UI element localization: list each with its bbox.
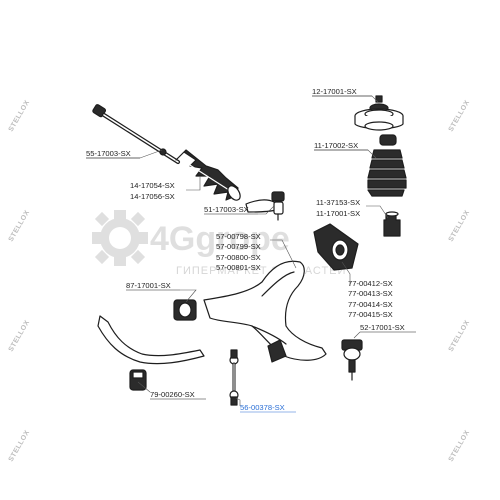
leader-boot [186, 176, 201, 191]
label-ball-joint[interactable]: 52-17001-SX [360, 323, 405, 332]
leader-strut-mount [312, 95, 379, 103]
watermark-tagline: ГИПЕРМАРКЕТ ЗАПЧАСТЕЙ [176, 264, 346, 277]
tie-rod-drawing [92, 104, 180, 164]
label-arm-bushing-2[interactable]: 77-00413-SX [348, 289, 393, 298]
label-arm-1[interactable]: 57-00798-SX [216, 232, 261, 241]
stabilizer-bushing-drawing [173, 299, 197, 321]
leader-arm-bushing [341, 261, 351, 286]
label-arm-bushing-4[interactable]: 77-00415-SX [348, 310, 393, 319]
label-stab-bar-bushing[interactable]: 79-00260-SX [150, 390, 195, 399]
label-tie-rod[interactable]: 55-17003-SX [86, 149, 131, 158]
label-stab-bushing[interactable]: 87-17001-SX [126, 281, 171, 290]
leader-stab-link [235, 397, 241, 406]
part-labels: 55-17003-SX 14-17054-SX 14-17056-SX 51-1… [86, 87, 416, 413]
stabilizer-bar-drawing [97, 315, 205, 391]
gear-icon [92, 210, 148, 266]
watermark-brand: 4Ggrope [150, 220, 290, 258]
side-brand-right-3: STELLOX [448, 319, 472, 353]
watermark: 4Ggrope ГИПЕРМАРКЕТ ЗАПЧАСТЕЙ [92, 210, 346, 277]
label-tie-rod-end[interactable]: 51-17003-SX [204, 205, 249, 214]
arm-bushing-bracket-drawing [313, 223, 359, 271]
label-strut-mount[interactable]: 12-17001-SX [312, 87, 357, 96]
strut-boot-drawing [367, 134, 407, 197]
label-arm-2[interactable]: 57-00799-SX [216, 242, 261, 251]
side-brand-right-2: STELLOX [448, 209, 472, 243]
label-arm-3[interactable]: 57-00800-SX [216, 253, 261, 262]
leader-bump-stop [366, 205, 389, 219]
label-boot-kit[interactable]: 11-17002-SX [314, 141, 358, 150]
side-brand-left-2: STELLOX [8, 209, 32, 243]
leader-strut-boot [314, 149, 377, 159]
control-arm-drawing [203, 260, 327, 363]
label-arm-bushing-1[interactable]: 77-00412-SX [348, 279, 393, 288]
leader-bar-bushing [137, 381, 151, 393]
side-brand-left-4: STELLOX [8, 429, 32, 463]
stabilizer-link-drawing [229, 349, 239, 406]
side-brand-left-1: STELLOX [8, 99, 32, 133]
label-arm-4[interactable]: 57-00801-SX [216, 263, 261, 272]
rack-boot-drawing [175, 149, 241, 201]
label-stab-link[interactable]: 56-00378-SX [240, 403, 285, 412]
label-bump-stop-2[interactable]: 11-17001-SX [316, 209, 360, 218]
side-brand-right-4: STELLOX [448, 429, 472, 463]
leader-stab-bushing [180, 289, 197, 303]
label-arm-bushing-3[interactable]: 77-00414-SX [348, 300, 393, 309]
leader-arm [270, 239, 297, 269]
label-bump-stop-1[interactable]: 11-37153-SX [316, 198, 360, 207]
side-brand-left-3: STELLOX [8, 319, 32, 353]
tie-rod-end-drawing [245, 191, 285, 221]
strut-mount-drawing [354, 95, 404, 131]
leader-ball-joint [353, 331, 361, 339]
leader-tie-rod-end [258, 205, 275, 215]
side-brand-right-1: STELLOX [448, 99, 472, 133]
label-boot-2[interactable]: 14-17056-SX [130, 192, 175, 201]
ball-joint-drawing [341, 339, 363, 381]
label-boot-1[interactable]: 14-17054-SX [130, 181, 175, 190]
bump-stop-drawing [383, 211, 401, 237]
